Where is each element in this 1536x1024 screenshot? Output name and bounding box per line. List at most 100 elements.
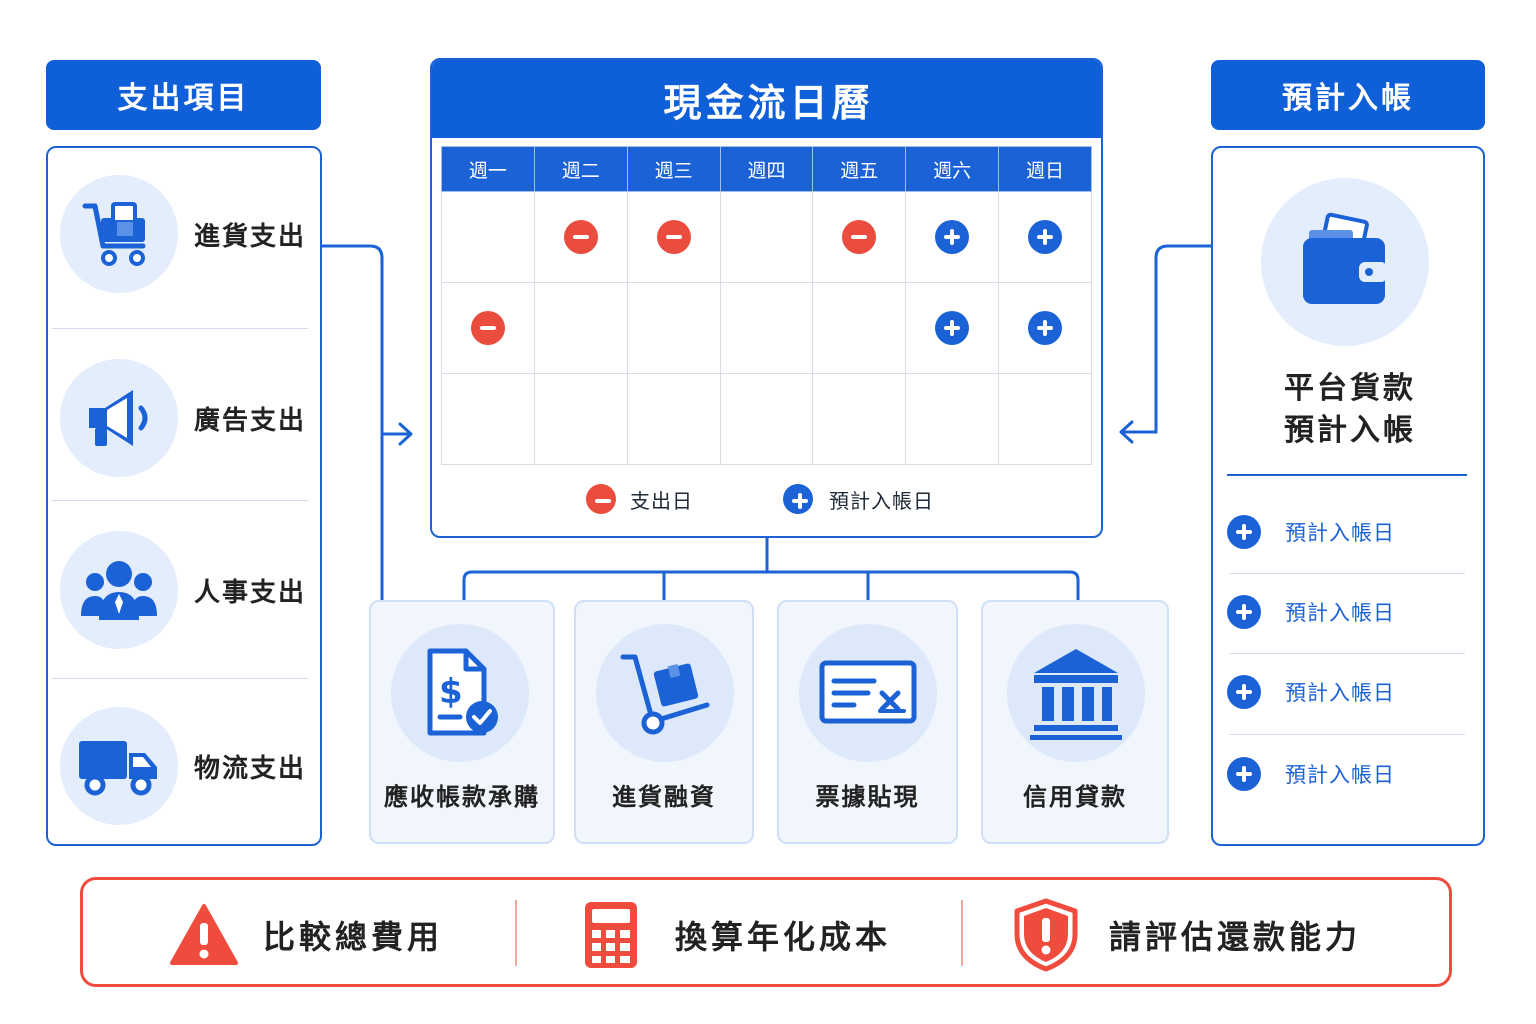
divider <box>1229 573 1465 574</box>
plus-circle-icon <box>1227 757 1261 791</box>
income-date-item[interactable]: 預計入帳日 <box>1227 572 1467 652</box>
plus-circle-icon <box>1227 515 1261 549</box>
tip-repayment-ability: 請評估還款能力 <box>1013 880 1361 990</box>
tip-label: 比較總費用 <box>263 918 444 956</box>
divider <box>1229 734 1465 735</box>
expense-item-personnel[interactable]: 人事支出 <box>48 504 318 676</box>
calendar-day-cell[interactable] <box>441 373 535 465</box>
megaphone-icon <box>60 359 178 477</box>
income-date-item[interactable]: 預計入帳日 <box>1227 652 1467 732</box>
weekday-header: 週日 <box>998 146 1092 192</box>
calendar-day-cell[interactable] <box>719 373 814 465</box>
weekday-header: 週二 <box>533 146 628 192</box>
plus-circle-icon <box>1227 675 1261 709</box>
calendar-day-cell[interactable] <box>533 373 628 465</box>
calendar-day-cell[interactable] <box>812 191 907 283</box>
calendar-week-row <box>441 282 1092 374</box>
income-date-label: 預計入帳日 <box>1285 681 1395 705</box>
calendar-day-cell[interactable] <box>905 282 1000 374</box>
financing-card-receivables[interactable]: $ 應收帳款承購 <box>369 600 555 844</box>
calendar-day-cell[interactable] <box>719 282 814 374</box>
plus-circle-icon <box>1028 311 1063 345</box>
calendar-weekday-row: 週一 週二 週三 週四 週五 週六 週日 <box>441 146 1092 192</box>
calendar-day-cell[interactable] <box>905 373 1000 465</box>
calendar-day-cell[interactable] <box>441 191 535 283</box>
expense-label: 進貨支出 <box>194 221 307 252</box>
divider <box>52 328 308 329</box>
cash-flow-calendar: 週一 週二 週三 週四 週五 週六 週日 <box>441 146 1092 465</box>
tip-label: 換算年化成本 <box>675 918 892 956</box>
calendar-legend: 支出日 預計入帳日 <box>586 482 934 516</box>
calendar-day-cell[interactable] <box>626 191 721 283</box>
calendar-day-cell[interactable] <box>998 282 1092 374</box>
calculator-icon <box>585 902 637 968</box>
tips-divider <box>515 900 517 966</box>
minus-circle-icon <box>656 220 691 254</box>
calendar-day-cell[interactable] <box>998 373 1092 465</box>
bank-icon <box>1007 624 1145 762</box>
expense-label: 物流支出 <box>194 753 307 784</box>
expense-item-advertising[interactable]: 廣告支出 <box>48 332 318 504</box>
plus-circle-icon <box>935 220 970 254</box>
calendar-day-cell[interactable] <box>533 191 628 283</box>
legend-income-label: 預計入帳日 <box>829 488 934 513</box>
calendar-day-cell[interactable] <box>812 373 907 465</box>
income-date-label: 預計入帳日 <box>1285 763 1395 787</box>
calendar-week-row <box>441 373 1092 465</box>
expense-item-logistics[interactable]: 物流支出 <box>48 680 318 852</box>
income-header: 預計入帳 <box>1211 60 1485 130</box>
minus-circle-icon <box>470 311 505 345</box>
svg-text:$: $ <box>439 672 463 712</box>
warning-icon <box>170 904 238 965</box>
invoice-check-icon: $ <box>391 624 529 762</box>
calendar-day-cell[interactable] <box>998 191 1092 283</box>
calendar-week-row <box>441 191 1092 283</box>
calendar-day-cell[interactable] <box>626 373 721 465</box>
expense-label: 人事支出 <box>194 577 307 608</box>
calendar-day-cell[interactable] <box>905 191 1000 283</box>
expenses-title: 支出項目 <box>117 81 250 116</box>
weekday-header: 週一 <box>441 146 535 192</box>
income-divider <box>1227 474 1467 476</box>
financing-card-credit-loan[interactable]: 信用貸款 <box>981 600 1169 844</box>
expenses-panel: 進貨支出 廣告支出 人事支出 <box>46 146 322 846</box>
tip-annualized-cost: 換算年化成本 <box>583 880 891 990</box>
divider <box>52 678 308 679</box>
income-date-item[interactable]: 預計入帳日 <box>1227 734 1467 814</box>
income-card-line1: 平台貨款 <box>1284 371 1416 406</box>
minus-circle-icon <box>586 484 616 514</box>
financing-label: 應收帳款承購 <box>384 783 540 811</box>
calendar-day-cell[interactable] <box>441 282 535 374</box>
shield-alert-icon <box>1014 898 1078 972</box>
expense-label: 廣告支出 <box>194 405 307 436</box>
calendar-title: 現金流日曆 <box>663 80 874 125</box>
calendar-header: 現金流日曆 <box>432 60 1101 138</box>
financing-label: 進貨融資 <box>612 783 716 811</box>
divider <box>1229 653 1465 654</box>
financing-card-purchase-financing[interactable]: 進貨融資 <box>574 600 754 844</box>
hand-truck-icon <box>596 624 734 762</box>
weekday-header: 週五 <box>812 146 907 192</box>
financing-card-bill-discount[interactable]: 票據貼現 <box>777 600 958 844</box>
calendar-day-cell[interactable] <box>719 191 814 283</box>
divider <box>52 500 308 501</box>
expense-item-purchase[interactable]: 進貨支出 <box>48 148 318 320</box>
minus-circle-icon <box>563 220 598 254</box>
calendar-day-cell[interactable] <box>626 282 721 374</box>
minus-circle-icon <box>842 220 877 254</box>
weekday-header: 週六 <box>905 146 1000 192</box>
plus-circle-icon <box>1227 595 1261 629</box>
income-date-item[interactable]: 預計入帳日 <box>1227 492 1467 572</box>
weekday-header: 週四 <box>719 146 814 192</box>
income-title: 預計入帳 <box>1282 81 1414 116</box>
income-date-label: 預計入帳日 <box>1285 521 1395 545</box>
calendar-day-cell[interactable] <box>812 282 907 374</box>
plus-circle-icon <box>935 311 970 345</box>
plus-circle-icon <box>1028 220 1063 254</box>
income-date-label: 預計入帳日 <box>1285 601 1395 625</box>
financing-label: 票據貼現 <box>815 783 920 811</box>
calendar-day-cell[interactable] <box>533 282 628 374</box>
team-icon <box>60 531 178 649</box>
income-card-text: 平台貨款 預計入帳 <box>1213 368 1487 452</box>
